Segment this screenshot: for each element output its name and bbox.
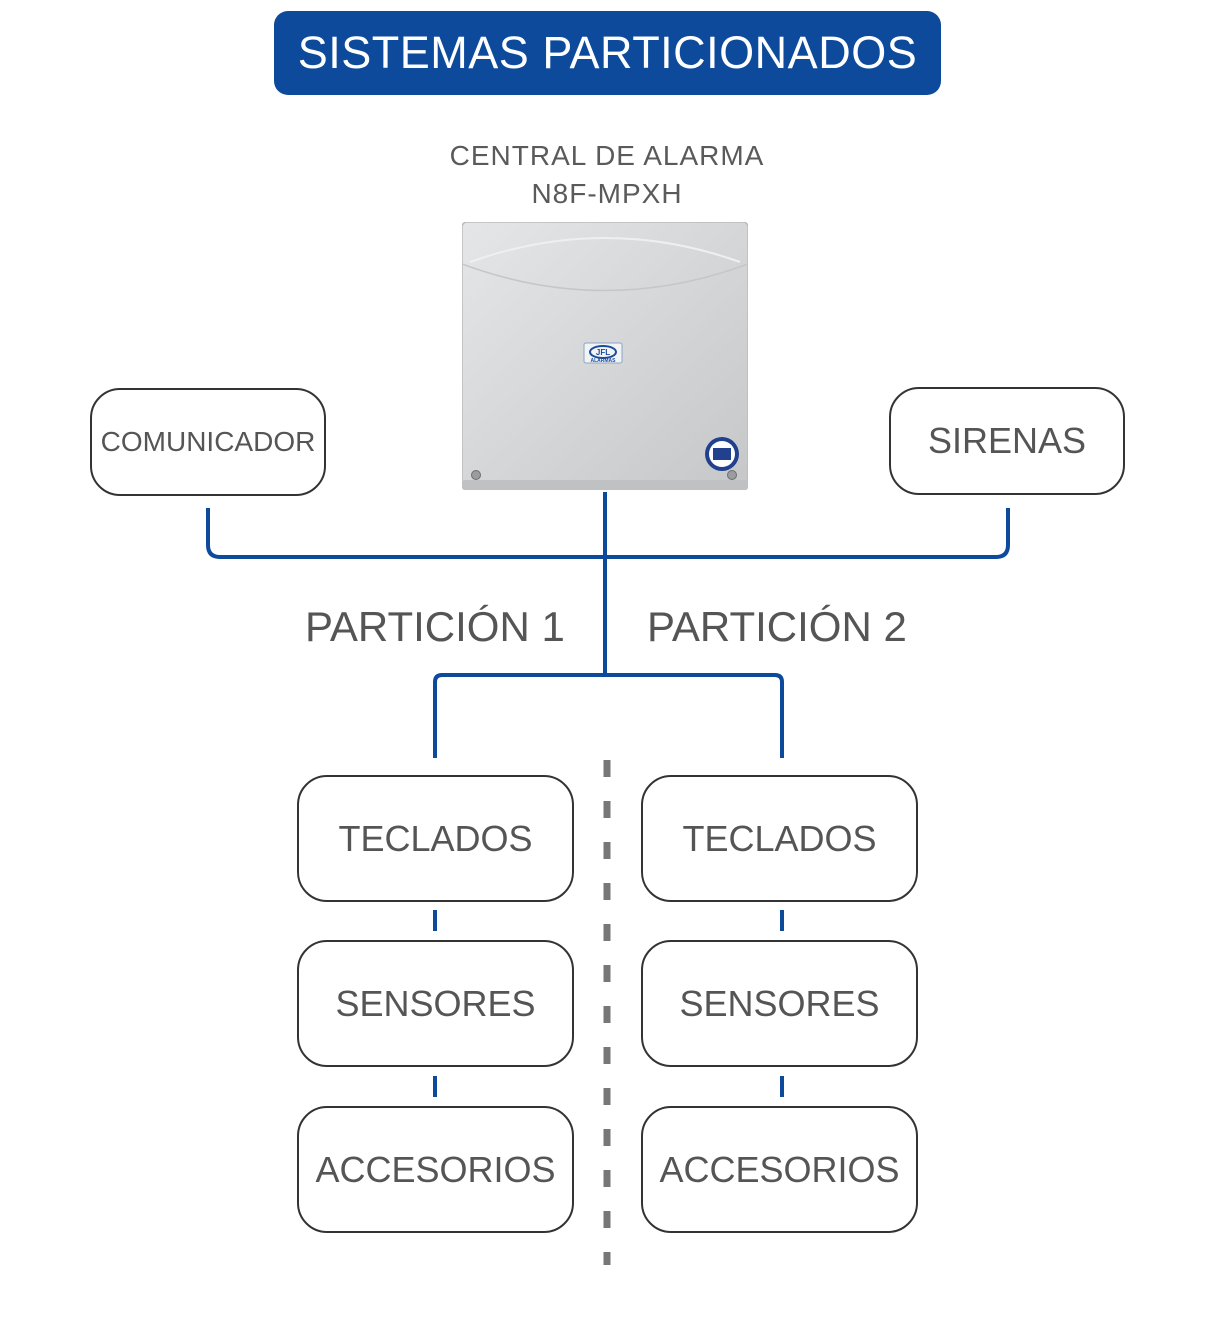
alarm-panel: JFL ALARMAS (461, 221, 749, 491)
bus-line (206, 508, 1010, 559)
panel-logo-sub: ALARMAS (591, 358, 617, 364)
partition-2-label: PARTICIÓN 2 (647, 603, 907, 650)
partition-branch (433, 673, 784, 758)
p2-teclados-label: TECLADOS (682, 817, 877, 859)
device-label-line1: CENTRAL DE ALARMA (449, 140, 765, 171)
p1-sensores-box: SENSORES (297, 940, 574, 1067)
p2-accesorios-box: ACCESORIOS (641, 1106, 918, 1233)
partition-1-label: PARTICIÓN 1 (305, 603, 565, 650)
p2-sensores-label: SENSORES (679, 982, 880, 1024)
diagram-title: SISTEMAS PARTICIONADOS (297, 27, 918, 78)
p1-accesorios-label: ACCESORIOS (315, 1148, 556, 1190)
comunicador-label: COMUNICADOR (100, 426, 316, 457)
p1-sensores-label: SENSORES (335, 982, 536, 1024)
panel-logo: JFL (596, 348, 610, 357)
comunicador-box: COMUNICADOR (90, 388, 326, 496)
p1-teclados-box: TECLADOS (297, 775, 574, 902)
sirenas-box: SIRENAS (889, 387, 1125, 495)
p1-teclados-label: TECLADOS (338, 817, 533, 859)
title-banner: SISTEMAS PARTICIONADOS (274, 11, 941, 95)
p2-teclados-box: TECLADOS (641, 775, 918, 902)
device-label-line2: N8F-MPXH (531, 178, 683, 209)
p2-sensores-box: SENSORES (641, 940, 918, 1067)
p1-accesorios-box: ACCESORIOS (297, 1106, 574, 1233)
p2-accesorios-label: ACCESORIOS (659, 1148, 900, 1190)
sirenas-label: SIRENAS (927, 420, 1087, 461)
